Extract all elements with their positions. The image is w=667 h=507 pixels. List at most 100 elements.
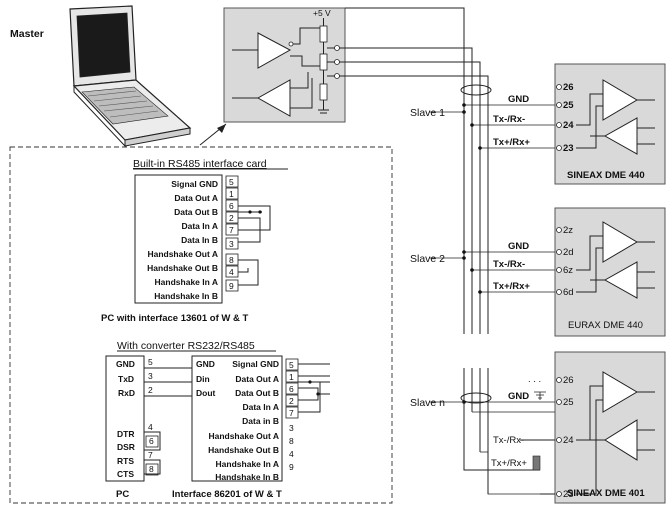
slave-n-pin-25: 25 [563, 397, 574, 408]
pc-pin-6: 6 [149, 436, 154, 446]
conv-pin-7: 7 [289, 408, 294, 418]
bus-minus-label-n: Tx-/Rx- [493, 435, 524, 446]
conv-pin-2: 2 [289, 396, 294, 406]
conv-pin-9: 9 [289, 462, 294, 472]
conv-pin-list: 5 1 6 2 7 3 8 4 9 [285, 358, 299, 472]
pc-signal-cts: CTS [117, 469, 134, 479]
conv-signal-5: Data in B [242, 416, 279, 426]
pc-signal-dtr: DTR [117, 429, 134, 439]
card-pin-2: 2 [229, 213, 234, 223]
slave-n-dots: . . . [528, 374, 541, 385]
conv-mid-din: Din [196, 374, 210, 384]
slave-2-pin-6z: 6z [563, 265, 573, 276]
master-label: Master [10, 28, 44, 40]
pc-caption: PC [116, 489, 129, 500]
master-interface-block: +5 V [223, 7, 346, 123]
card-pin-8: 8 [229, 255, 234, 265]
card-signal-list: Signal GND Data Out A Data Out B Data In… [147, 179, 218, 301]
conv-signal-9: Handshake In B [215, 472, 279, 482]
bus-minus-label-1: Tx-/Rx- [493, 114, 525, 125]
slave-2-pin-2d: 2d [563, 247, 574, 258]
slave-1-pin-25: 25 [563, 100, 574, 111]
card-pin-9: 9 [229, 281, 234, 291]
conv-pin-5: 5 [289, 360, 294, 370]
card-caption: PC with interface 13601 of W & T [101, 313, 248, 324]
conv-signal-2: Data Out A [235, 374, 279, 384]
pc-pin-3: 3 [148, 371, 153, 381]
slave-2-pin-6d: 6d [563, 287, 574, 298]
pc-port-box [105, 355, 145, 482]
card-signal-3: Data Out B [174, 207, 218, 217]
slave-2-device: 2z 2d 6z 6d EURAX DME 440 [554, 207, 666, 337]
card-signal-2: Data Out A [174, 193, 218, 203]
card-signal-9: Handshake In B [154, 291, 218, 301]
converter-caption: Interface 86201 of W & T [172, 489, 282, 500]
slave-1-pin-24: 24 [563, 120, 574, 131]
bus-minus-label-2: Tx-/Rx- [493, 259, 525, 270]
card-signal-5: Data In B [181, 235, 218, 245]
supply-label: +5 V [313, 8, 331, 18]
card-signal-8: Handshake In A [155, 277, 218, 287]
bus-gnd-label-2: GND [508, 241, 529, 252]
bus-gnd-label-n: GND [508, 391, 529, 402]
slave-n-device-name: SINEAX DME 401 [567, 488, 645, 499]
slave-2-device-name: EURAX DME 440 [568, 320, 643, 331]
card-pin-5: 5 [229, 177, 234, 187]
card-title: Built-in RS485 interface card [133, 158, 267, 170]
pc-signal-dsr: DSR [117, 442, 135, 452]
slave-n-device: . . . 26 25 24 23 SINEAX DME 401 [520, 351, 666, 504]
conv-signal-6: Handshake Out A [208, 431, 279, 441]
laptop-icon [69, 5, 192, 147]
card-pin-list: 5 1 6 2 7 3 8 4 9 [225, 175, 239, 292]
bus-plus-label-n: Tx+/Rx+ [491, 458, 527, 469]
bus-plus-label-2: Tx+/Rx+ [493, 281, 530, 292]
card-signal-7: Handshake Out B [147, 263, 218, 273]
slave-1-device: 26 25 24 23 SINEAX DME 440 [554, 63, 666, 185]
slave-1-device-name: SINEAX DME 440 [567, 170, 645, 181]
pc-pin-8: 8 [149, 464, 154, 474]
conv-mid-dout: Dout [196, 388, 216, 398]
slave-n-pin-24: 24 [563, 435, 574, 446]
bus-plus-label-1: Tx+/Rx+ [493, 137, 530, 148]
slave-n-label: Slave n [410, 397, 445, 409]
conv-pin-1: 1 [289, 372, 294, 382]
card-pin-6: 6 [229, 201, 234, 211]
conv-pin-8: 8 [289, 436, 294, 446]
conv-signal-7: Handshake Out B [208, 445, 279, 455]
conv-signal-8: Handshake In A [216, 459, 279, 469]
pc-signal-gnd: GND [116, 359, 135, 369]
slave-n-pin-26: 26 [563, 375, 574, 386]
slave-n-pin-23: 23 [563, 489, 574, 500]
conv-pin-6: 6 [289, 384, 294, 394]
rs232-rs485-converter: With converter RS232/RS485 GND TxD RxD D… [105, 340, 330, 500]
card-pin-1: 1 [229, 189, 234, 199]
conv-rs485-signal-list: Signal GND Data Out A Data Out B Data In… [208, 359, 279, 482]
converter-title: With converter RS232/RS485 [117, 340, 255, 352]
slave-1-pin-23: 23 [563, 143, 574, 154]
conv-pin-3: 3 [289, 423, 294, 433]
pc-signal-rts: RTS [117, 456, 134, 466]
slave-1-label: Slave 1 [410, 107, 445, 119]
card-signal-6: Handshake Out A [147, 249, 218, 259]
converter-box [191, 355, 283, 482]
conv-signal-4: Data In A [242, 402, 279, 412]
slave-2-label: Slave 2 [410, 253, 445, 265]
card-signal-4: Data In A [181, 221, 218, 231]
conv-pin-4: 4 [289, 449, 294, 459]
card-pin-7: 7 [229, 225, 234, 235]
pc-signal-txd: TxD [118, 374, 134, 384]
conv-signal-1: Signal GND [232, 359, 279, 369]
conv-signal-3: Data Out B [235, 388, 279, 398]
rs485-interface-card: Built-in RS485 interface card Signal GND… [101, 158, 288, 324]
card-pin-3: 3 [229, 239, 234, 249]
slave-1-pin-26: 26 [563, 82, 574, 93]
pc-signal-rxd: RxD [118, 388, 135, 398]
slave-2-pin-2z: 2z [563, 225, 573, 236]
bus-gnd-label-1: GND [508, 94, 529, 105]
pc-pin-2: 2 [148, 385, 153, 395]
pc-pin-4: 4 [148, 422, 153, 432]
pc-pin-7: 7 [148, 450, 153, 460]
card-pin-4: 4 [229, 267, 234, 277]
pc-pin-5: 5 [148, 357, 153, 367]
